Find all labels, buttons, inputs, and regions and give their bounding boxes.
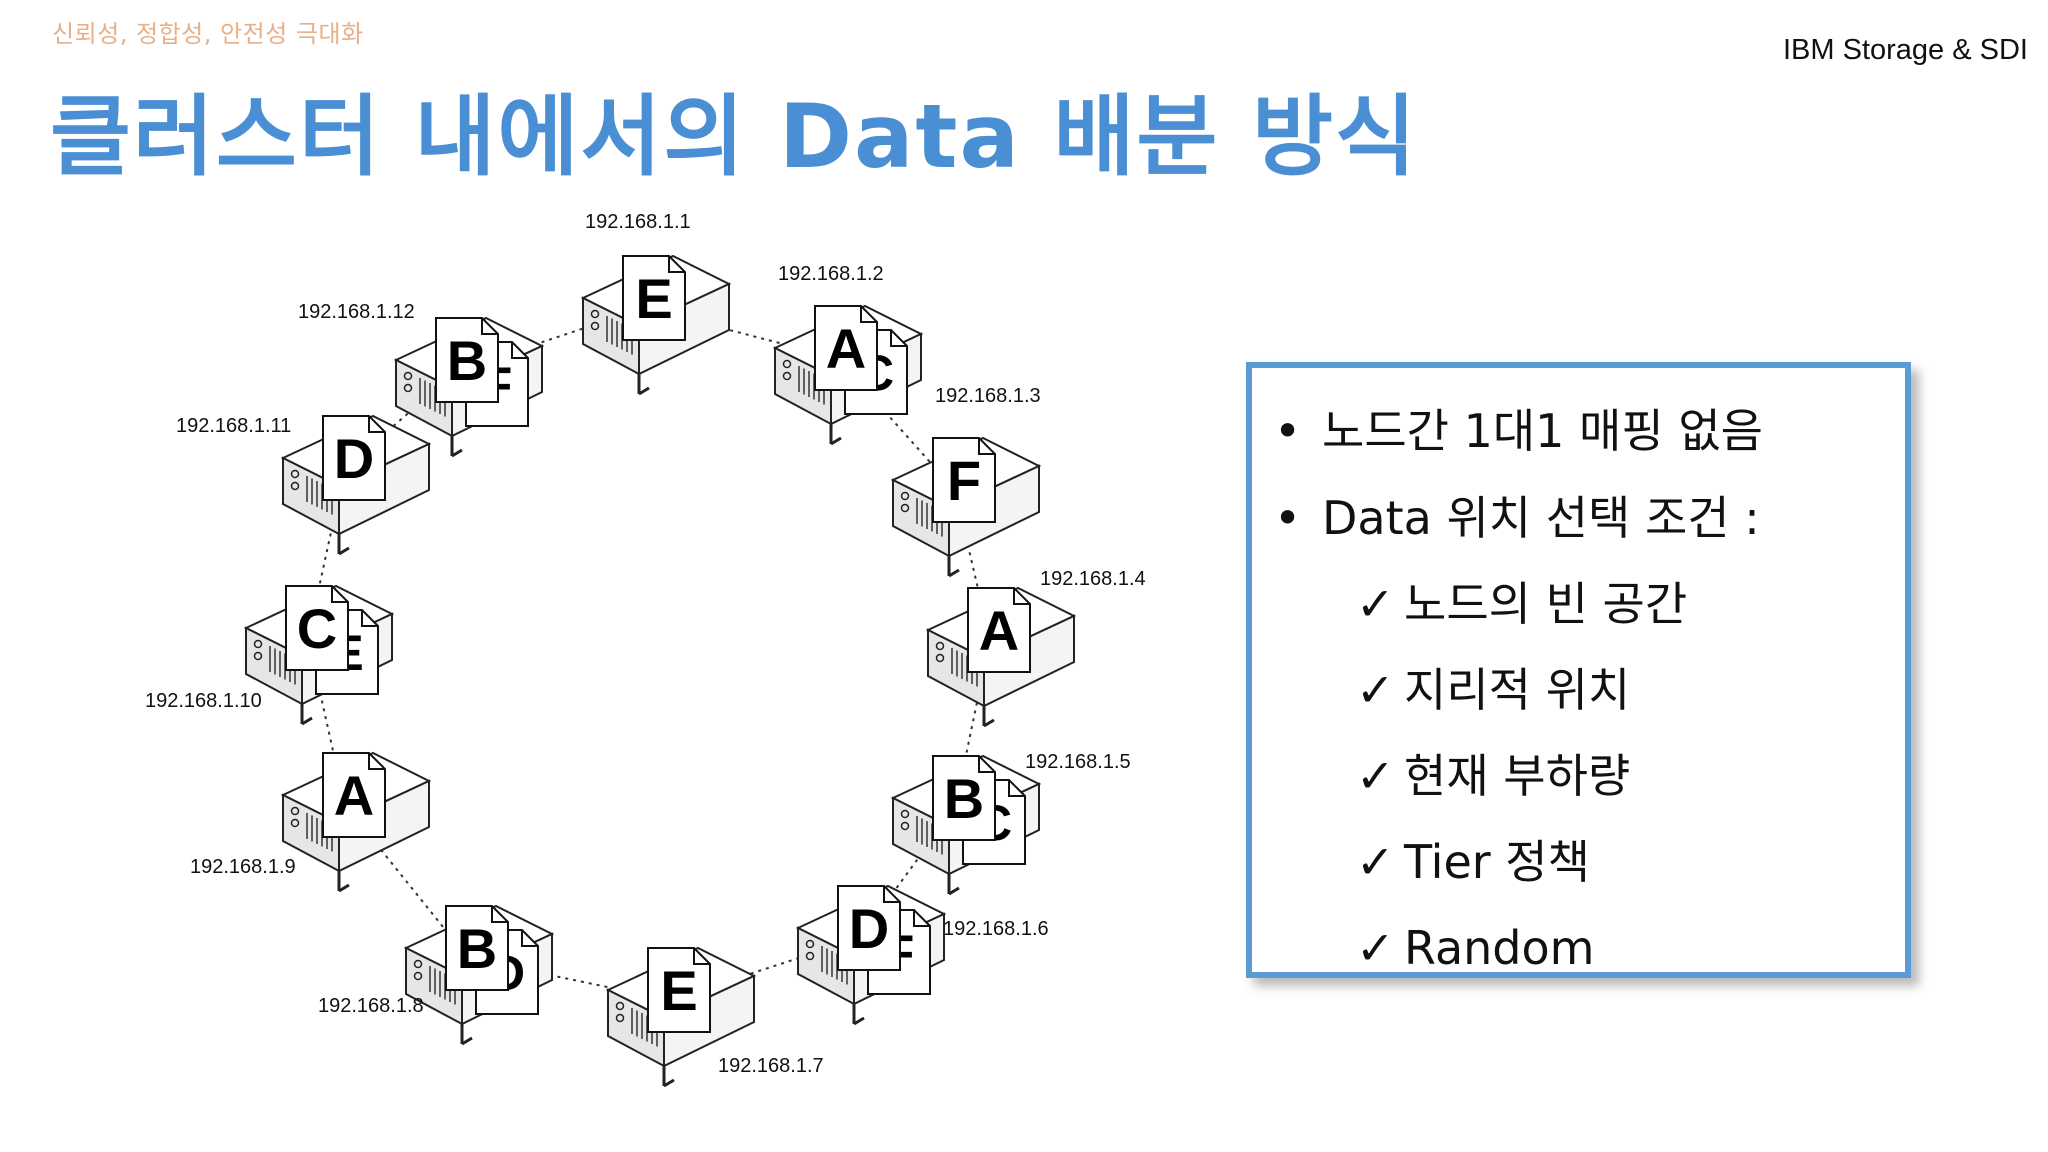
document-icon [622,255,686,341]
bullet-icon: • [1274,404,1302,458]
storage-node: A [280,751,432,893]
check-item: ✓지리적 위치 [1356,667,1630,713]
ip-label-layer: 192.168.1.1 192.168.1.2 192.168.1.3 192.168… [145,211,1146,1077]
storage-node: FB [393,316,545,458]
check-icon: ✓ [1356,835,1395,889]
document-icon [932,437,996,523]
check-icon: ✓ [1356,577,1395,631]
check-item: ✓노드의 빈 공간 [1356,581,1687,627]
bullet-icon: • [1274,491,1302,545]
document-icon [322,752,386,838]
slide-subtitle: 신뢰성, 정합성, 안전성 극대화 [52,20,364,48]
document-icon [285,585,349,671]
document-icon [814,305,878,391]
node-ip-label: 192.168.1.11 [176,415,291,437]
check-text: 지리적 위치 [1404,663,1631,717]
data-block-letter: E [660,959,697,1022]
node-ip-label: 192.168.1.2 [778,263,884,285]
check-icon: ✓ [1356,921,1395,975]
data-block-letter: D [849,897,889,960]
data-block-letter: B [447,329,487,392]
check-text: 현재 부하량 [1404,749,1631,803]
storage-node: EC [243,584,395,726]
data-block-letter: A [979,599,1019,662]
document-icon [435,317,499,403]
node-ip-label: 192.168.1.10 [145,690,262,712]
check-item: ✓Random [1356,925,1594,971]
storage-node: A [925,586,1077,728]
node-layer: ECAFACBFDEDBAECDFB [243,254,1077,1088]
brand-label: IBM Storage & SDI [1783,34,2028,66]
node-ip-label: 192.168.1.3 [935,385,1041,407]
check-icon: ✓ [1356,663,1395,717]
storage-node: CA [772,304,924,446]
storage-node: D [280,414,432,556]
storage-node: E [605,946,757,1088]
document-icon [837,885,901,971]
document-icon [647,947,711,1033]
data-block-letter: F [947,449,981,512]
bullet-item: •Data 위치 선택 조건 : [1274,495,1760,541]
data-block-letter: B [944,767,984,830]
storage-node: E [580,254,732,396]
bullet-text: 노드간 1대1 매핑 없음 [1322,404,1763,458]
node-ip-label: 192.168.1.4 [1040,568,1146,590]
data-block-letter: B [457,917,497,980]
document-icon [932,755,996,841]
check-item: ✓현재 부하량 [1356,753,1630,799]
document-icon [967,587,1031,673]
check-icon: ✓ [1356,749,1395,803]
slide-title: 클러스터 내에서의 Data 배분 방식 [50,85,1418,188]
bullet-item: •노드간 1대1 매핑 없음 [1274,408,1763,454]
data-block-letter: D [334,427,374,490]
storage-node: DB [403,904,555,1046]
check-text: 노드의 빈 공간 [1404,577,1688,631]
document-icon [445,905,509,991]
bullet-text: Data 위치 선택 조건 : [1322,491,1760,545]
node-ip-label: 192.168.1.12 [298,301,415,323]
node-ip-label: 192.168.1.1 [585,211,691,233]
data-block-letter: A [826,317,866,380]
data-block-letter: E [635,267,672,330]
node-ip-label: 192.168.1.7 [718,1055,824,1077]
node-ip-label: 192.168.1.9 [190,856,296,878]
node-ip-label: 192.168.1.8 [318,995,424,1017]
node-ip-label: 192.168.1.6 [943,918,1049,940]
data-block-letter: C [297,597,337,660]
storage-node: CB [890,754,1042,896]
check-text: Tier 정책 [1404,835,1590,889]
data-block-letter: A [334,764,374,827]
document-icon [322,415,386,501]
cluster-ring-diagram: ECAFACBFDEDBAECDFB 192.168.1.1192.168.1.… [145,211,1146,1088]
node-ip-label: 192.168.1.5 [1025,751,1131,773]
check-text: Random [1404,921,1595,975]
storage-node: FD [795,884,947,1026]
ring-link [836,357,956,491]
check-item: ✓Tier 정책 [1356,839,1590,885]
storage-node: F [890,436,1042,578]
allocation-criteria-box: •노드간 1대1 매핑 없음 •Data 위치 선택 조건 : ✓노드의 빈 공… [1246,362,1911,978]
